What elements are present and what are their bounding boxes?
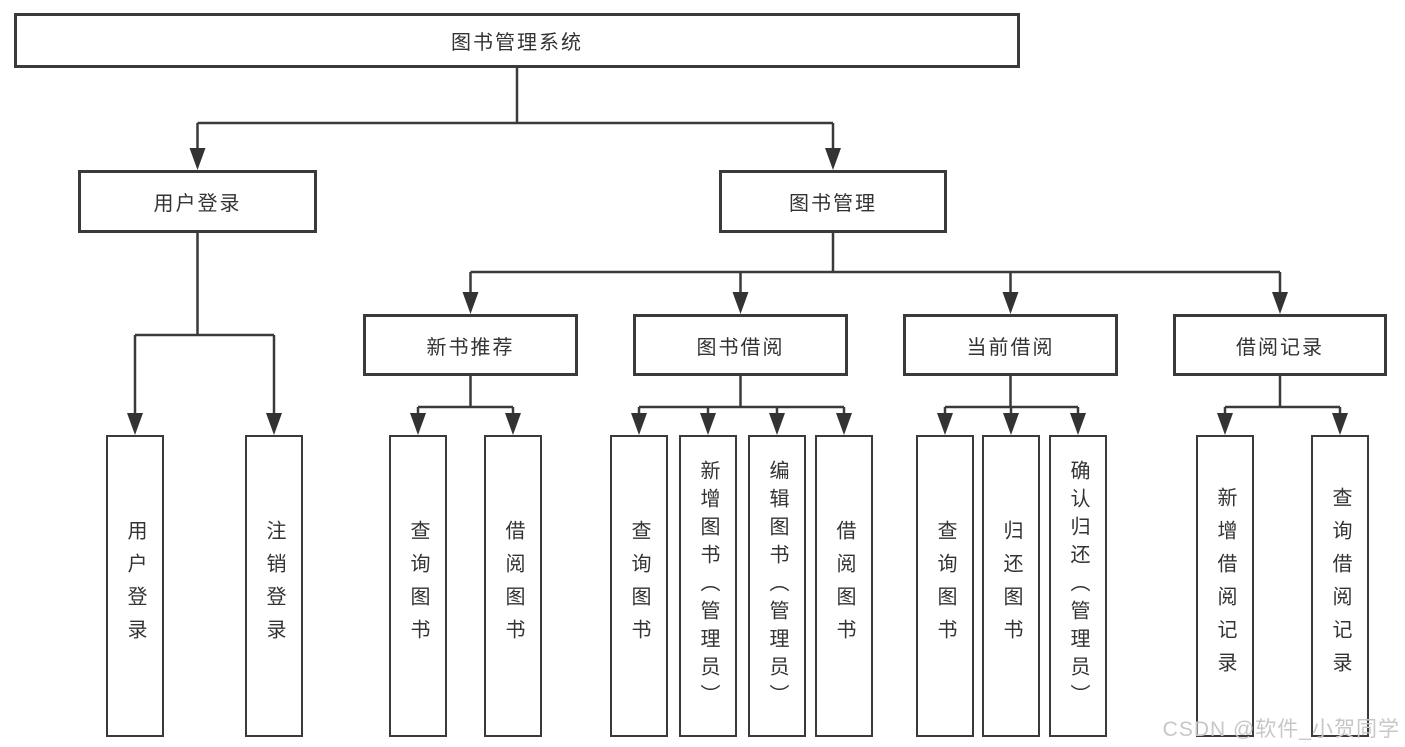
leaf-add-borrow-record: 新增借阅记录	[1196, 435, 1254, 737]
leaf-confirm-return-admin: 确认归还（管理员）	[1049, 435, 1107, 737]
csdn-watermark: CSDN @软件_小贺同学	[1162, 718, 1400, 741]
node-borrowing-records: 借阅记录	[1173, 314, 1387, 376]
leaf-query-books-borrow: 查询图书	[610, 435, 668, 737]
node-label: 查询图书	[407, 520, 429, 652]
node-label: 借阅图书	[502, 520, 524, 652]
leaf-return-books: 归还图书	[982, 435, 1040, 737]
node-label: 借阅记录	[1236, 336, 1324, 359]
node-label: 图书管理	[789, 193, 877, 215]
node-label: 查询借阅记录	[1329, 487, 1351, 685]
leaf-edit-books-admin: 编辑图书（管理员）	[748, 435, 806, 737]
node-label: 新增图书（管理员）	[697, 460, 719, 712]
leaf-query-books-recommend: 查询图书	[389, 435, 447, 737]
leaf-borrow-books: 借阅图书	[815, 435, 873, 737]
node-label: 编辑图书（管理员）	[766, 460, 788, 712]
node-label: 新增借阅记录	[1214, 487, 1236, 685]
arrowheads-level2	[189, 148, 841, 170]
node-label: 确认归还（管理员）	[1067, 460, 1089, 712]
node-label: 用户登录	[153, 193, 242, 215]
leaf-logout: 注销登录	[245, 435, 303, 737]
node-label: 查询图书	[628, 520, 650, 652]
node-new-book-recommendation: 新书推荐	[363, 314, 578, 376]
node-user-login-module: 用户登录	[78, 170, 317, 233]
node-label: 注销登录	[263, 520, 285, 652]
node-label: 借阅图书	[833, 520, 855, 652]
node-label: 用户登录	[124, 520, 146, 652]
leaf-query-books-current: 查询图书	[916, 435, 974, 737]
node-label: 新书推荐	[426, 336, 515, 359]
node-label: 归还图书	[1000, 520, 1022, 652]
node-label: 图书借阅	[696, 336, 785, 359]
arrowheads-leaves	[127, 413, 1348, 435]
node-library-management-system: 图书管理系统	[14, 13, 1020, 68]
leaf-query-borrow-record: 查询借阅记录	[1311, 435, 1369, 737]
node-book-management-module: 图书管理	[719, 170, 947, 233]
node-book-borrowing: 图书借阅	[633, 314, 848, 376]
leaf-borrow-books-recommend: 借阅图书	[484, 435, 542, 737]
arrowheads-level3	[462, 292, 1288, 314]
node-label: 查询图书	[934, 520, 956, 652]
leaf-add-books-admin: 新增图书（管理员）	[679, 435, 737, 737]
node-label: 图书管理系统	[451, 32, 583, 54]
leaf-user-login: 用户登录	[106, 435, 164, 737]
node-current-borrowing: 当前借阅	[903, 314, 1118, 376]
node-label: 当前借阅	[966, 336, 1055, 359]
